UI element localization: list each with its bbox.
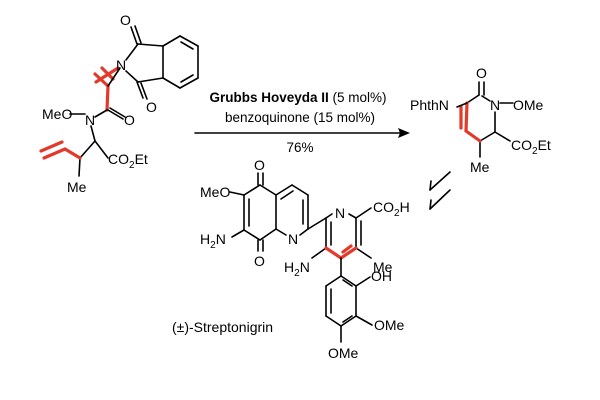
target-name-label: (±)-Streptonigrin (172, 319, 273, 335)
target-oh-label: OH (371, 268, 392, 284)
reaction-conditions-additive: benzoquinone (15 mol%) (225, 110, 375, 125)
sm-amide-oxygen: O (124, 112, 135, 128)
acryl-bond (105, 84, 110, 112)
sm-methoxy-label: MeO (42, 106, 72, 122)
target-h2n-left-label: H2N (200, 231, 226, 251)
allyl-bond-3 (39, 140, 64, 153)
product-ring-bond-1 (464, 101, 469, 133)
reaction-arrow-group: Grubbs Hoveyda II (5 mol%) benzoquinone … (194, 90, 410, 155)
product-ring-bond-3 (464, 129, 482, 143)
sm-imide-nitrogen: N (116, 57, 126, 73)
streptonigrin: O MeO H2N O N N CO2H H2N Me OH OMe OMe (… (172, 157, 410, 361)
target-quinoline-nitrogen: N (288, 231, 298, 247)
target-ring-bond-1 (324, 246, 343, 260)
target-ome-1-label: OMe (374, 317, 405, 333)
allyl-bond-1 (63, 147, 82, 160)
target-quinone-oxygen-top: O (254, 157, 265, 173)
sm-methyl-label: Me (67, 179, 87, 195)
product-methyl-label: Me (470, 159, 490, 175)
reaction-arrow-head (398, 128, 410, 138)
rcm-product: PhthN O N OMe CO2Et Me (410, 65, 551, 175)
sm-oxygen-bottom: O (146, 99, 157, 115)
target-ome-2-label: OMe (328, 345, 359, 361)
target-ring-bond-3 (341, 244, 353, 254)
product-ring-nitrogen: N (490, 97, 500, 113)
target-methyl-label: Me (373, 259, 393, 275)
target-h2n-mid-label: H2N (284, 259, 310, 279)
vinyl-bond-2 (93, 72, 110, 88)
allyl-bond-2 (42, 147, 67, 160)
conversion-arrows (429, 171, 451, 210)
target-meo-label: MeO (200, 184, 230, 200)
vinyl-bond-3 (100, 66, 115, 81)
product-ome-label: OMe (513, 97, 544, 113)
reaction-yield: 76% (286, 140, 313, 155)
target-pyridine-nitrogen: N (335, 205, 345, 221)
starting-material: O N O MeO N O CO2Et Me (39, 12, 199, 195)
target-quinone-oxygen-bottom: O (254, 253, 265, 269)
target-acid-label: CO2H (373, 199, 410, 219)
sm-oxygen-top: O (120, 12, 131, 28)
sm-ester-label: CO2Et (108, 151, 148, 171)
product-carbonyl-oxygen: O (476, 65, 487, 81)
product-phthn-label: PhthN (410, 97, 449, 113)
sm-amide-nitrogen: N (85, 112, 95, 128)
phthalimide-group (125, 25, 199, 100)
reaction-conditions-catalyst: Grubbs Hoveyda II (5 mol%) (209, 90, 386, 105)
product-ester-label: CO2Et (511, 137, 551, 157)
target-ring-bond-2 (339, 246, 358, 260)
